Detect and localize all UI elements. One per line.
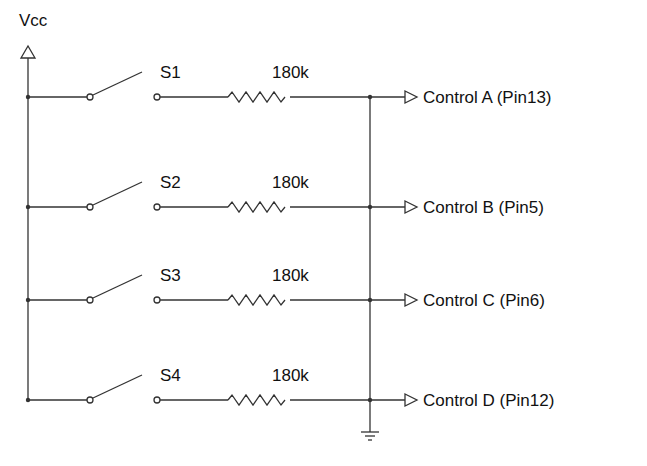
signal-name: Control C (Pin6) [423, 292, 545, 309]
resistor-value: 180k [272, 367, 309, 384]
switch-row [28, 182, 417, 213]
switch-row [28, 72, 417, 103]
supply-label: Vcc [19, 12, 47, 29]
signal-name: Control B (Pin5) [423, 199, 544, 216]
resistor-value: 180k [272, 267, 309, 284]
output-bus [369, 97, 370, 432]
resistor-value: 180k [272, 174, 309, 191]
switch-name: S2 [160, 174, 181, 191]
signal-name: Control D (Pin12) [423, 392, 554, 409]
switch-row [28, 375, 417, 406]
ground-symbol [361, 432, 379, 440]
switch-row [28, 275, 417, 306]
switch-name: S4 [160, 367, 181, 384]
signal-name: Control A (Pin13) [423, 89, 552, 106]
switch-name: S3 [160, 267, 181, 284]
junction-dots [26, 95, 372, 402]
resistor-value: 180k [272, 64, 309, 81]
switch-name: S1 [160, 64, 181, 81]
vcc-arrow [21, 46, 35, 58]
vcc-rail [27, 58, 28, 402]
